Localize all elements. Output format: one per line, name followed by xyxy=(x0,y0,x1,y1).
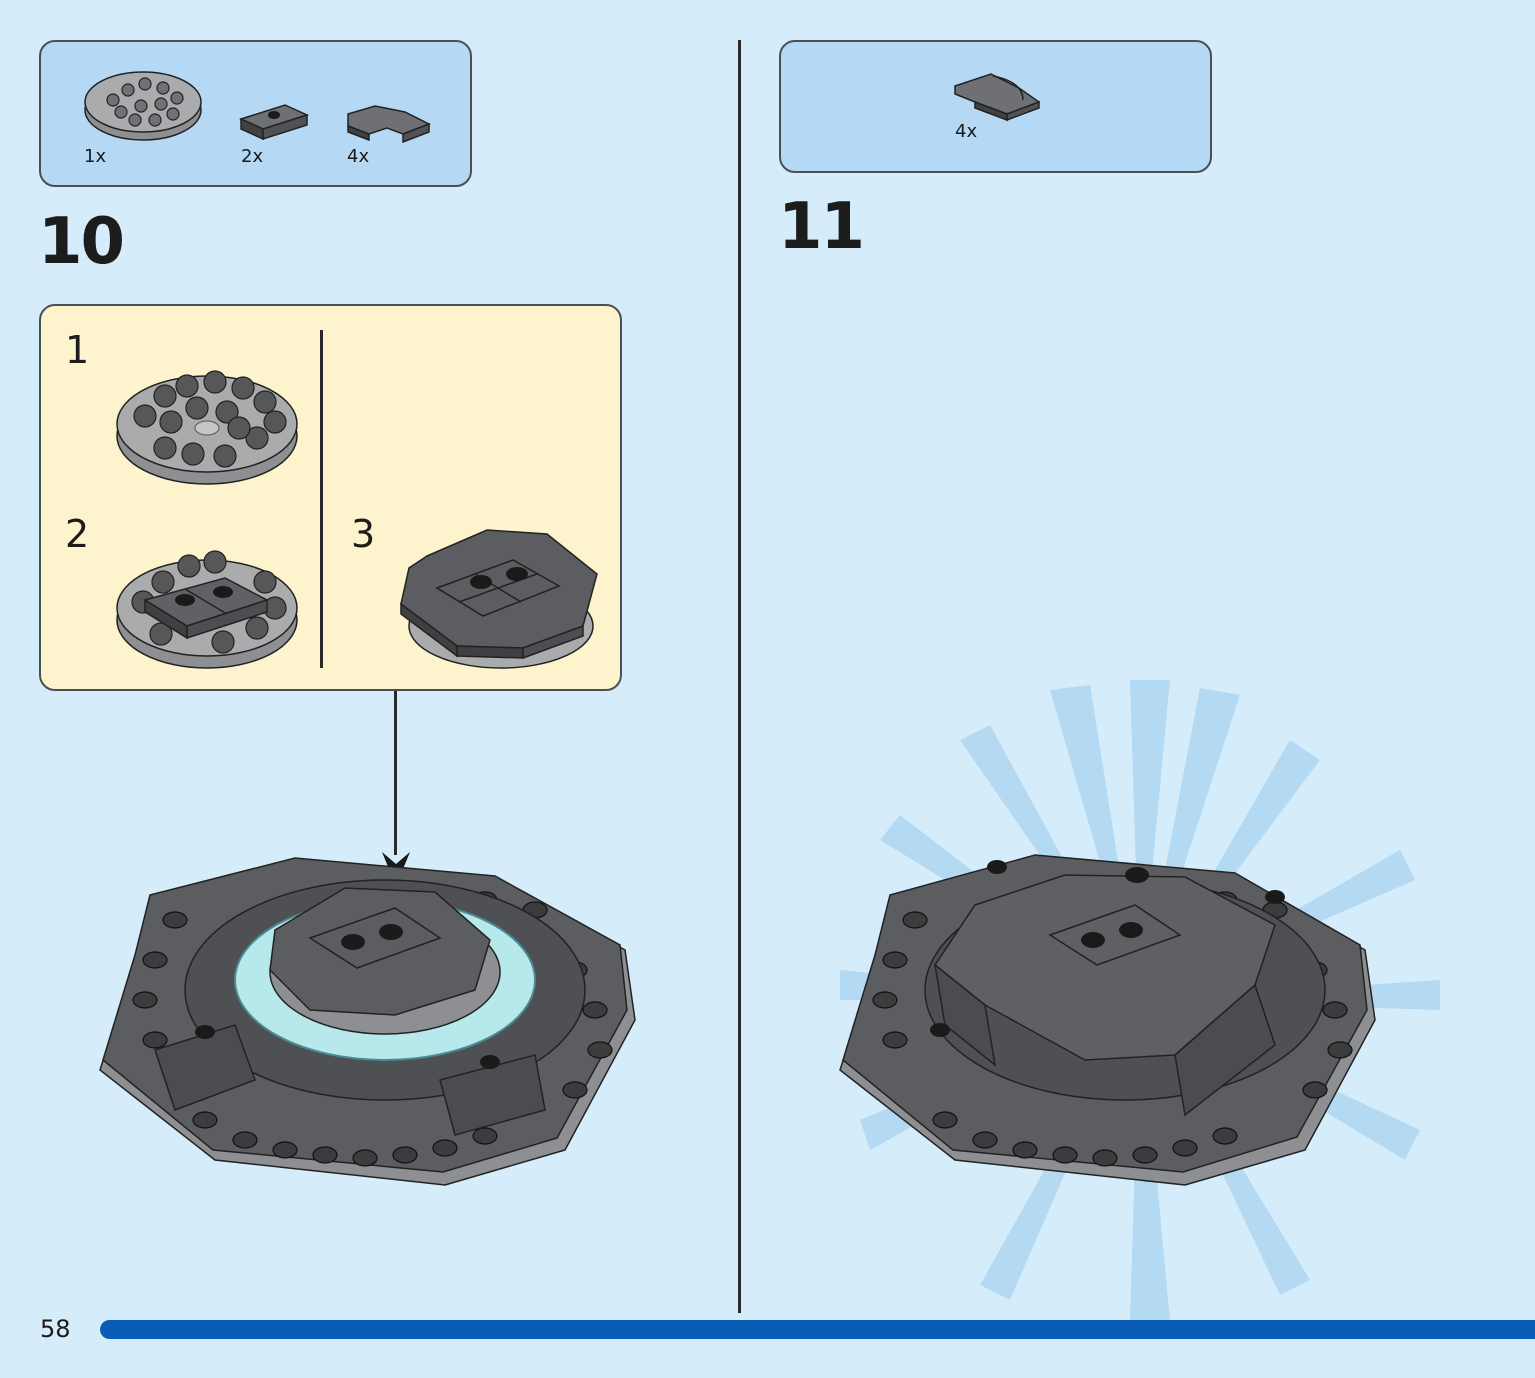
part-qty-curved-tile: 4x xyxy=(347,146,370,167)
substep-callout: 1 2 3 xyxy=(39,304,622,691)
curved-tile-icon xyxy=(347,105,431,144)
part-qty-curved-slope: 4x xyxy=(955,121,978,142)
step-number-10: 10 xyxy=(38,205,125,279)
jumper-plate-icon xyxy=(238,104,310,141)
substep-divider xyxy=(320,330,323,668)
page-column-divider xyxy=(738,40,741,1313)
curved-slope-icon xyxy=(954,73,1041,122)
part-qty-jumper-plate: 2x xyxy=(241,146,264,167)
main-model-step-11 xyxy=(839,854,1376,1186)
parts-callout-step-11: 4x xyxy=(779,40,1212,173)
substep-3-octagon-subassembly xyxy=(400,529,598,669)
substep-number-3: 3 xyxy=(351,512,376,556)
main-model-step-10 xyxy=(99,857,636,1186)
step-number-11: 11 xyxy=(778,190,865,264)
substep-2-plate-with-jumpers xyxy=(116,550,298,669)
page-number: 58 xyxy=(40,1315,71,1343)
substep-1-round-plate xyxy=(116,370,298,485)
part-qty-round-plate: 1x xyxy=(84,146,107,167)
round-plate-icon xyxy=(84,71,202,141)
substep-number-1: 1 xyxy=(65,328,90,372)
placement-arrow-line xyxy=(394,691,397,855)
parts-callout-step-10: 1x 2x 4x xyxy=(39,40,472,187)
substep-number-2: 2 xyxy=(65,512,90,556)
progress-bar xyxy=(100,1320,1535,1339)
